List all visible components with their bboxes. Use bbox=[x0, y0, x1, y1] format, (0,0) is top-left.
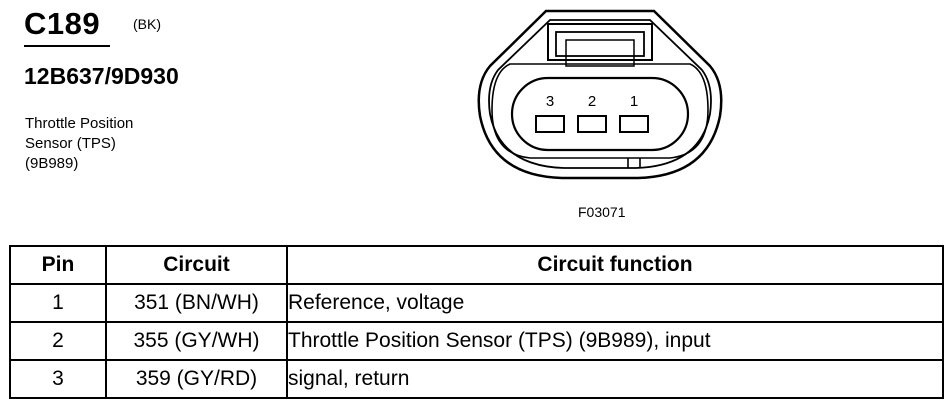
cell-pin: 3 bbox=[9, 359, 107, 399]
table-header-row: Pin Circuit Circuit function bbox=[9, 245, 944, 285]
housing-notch bbox=[627, 158, 641, 168]
description-line: (9B989) bbox=[25, 155, 79, 172]
description-line: Sensor (TPS) bbox=[25, 135, 116, 152]
header-pin: Pin bbox=[9, 245, 107, 285]
locking-tab bbox=[547, 23, 653, 67]
pin-number-label: 1 bbox=[630, 93, 638, 110]
table-row: 1 351 (BN/WH) Reference, voltage bbox=[9, 283, 944, 323]
cell-pin: 1 bbox=[9, 283, 107, 323]
connector-housing-inner bbox=[488, 19, 712, 169]
table-row: 3 359 (GY/RD) signal, return bbox=[9, 359, 944, 399]
pinout-table: Pin Circuit Circuit function 1 351 (BN/W… bbox=[9, 245, 944, 399]
pin-number-label: 3 bbox=[546, 93, 554, 110]
cell-circuit-function: signal, return bbox=[286, 359, 944, 399]
description-line: Throttle Position bbox=[25, 115, 134, 132]
connector-id: C189 bbox=[24, 6, 101, 41]
terminal-cavity bbox=[510, 76, 690, 152]
cell-circuit: 359 (GY/RD) bbox=[105, 359, 288, 399]
connector-housing-outer bbox=[477, 9, 723, 180]
part-numbers: 12B637/9D930 bbox=[24, 63, 179, 89]
pin-number-label: 2 bbox=[588, 93, 596, 110]
connector-color: (BK) bbox=[133, 16, 161, 32]
table-row: 2 355 (GY/WH) Throttle Position Sensor (… bbox=[9, 321, 944, 361]
figure-reference: F03071 bbox=[578, 204, 626, 220]
terminal-1 bbox=[619, 115, 649, 133]
keyway-ridge bbox=[491, 63, 709, 159]
header-circuit: Circuit bbox=[105, 245, 288, 285]
cell-circuit-function: Throttle Position Sensor (TPS) (9B989), … bbox=[286, 321, 944, 361]
terminal-2 bbox=[577, 115, 607, 133]
cell-circuit: 351 (BN/WH) bbox=[105, 283, 288, 323]
connector-face-diagram: 3 2 1 bbox=[477, 9, 723, 180]
header-circuit-function: Circuit function bbox=[286, 245, 944, 285]
connector-id-underline bbox=[24, 45, 110, 47]
terminal-3 bbox=[535, 115, 565, 133]
cell-pin: 2 bbox=[9, 321, 107, 361]
cell-circuit: 355 (GY/WH) bbox=[105, 321, 288, 361]
cell-circuit-function: Reference, voltage bbox=[286, 283, 944, 323]
component-description: Throttle Position Sensor (TPS) (9B989) bbox=[25, 114, 133, 174]
